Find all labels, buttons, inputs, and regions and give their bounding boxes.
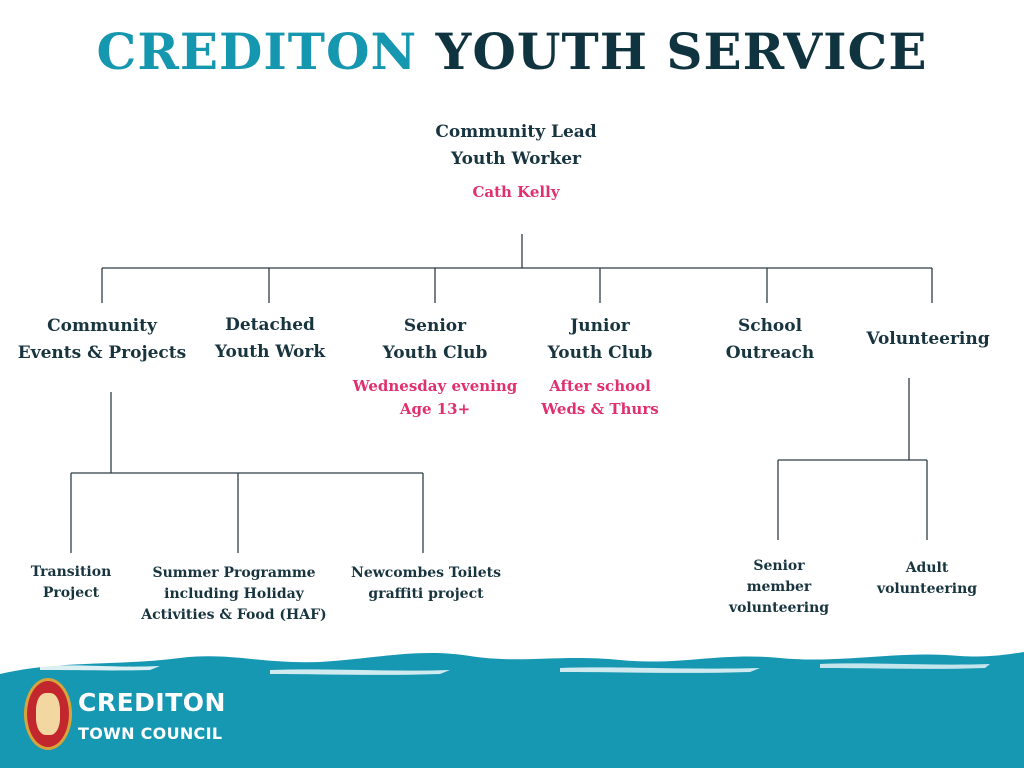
node-transition-line1: Transition	[30, 564, 112, 580]
node-community-events-line2: Events & Projects	[17, 343, 187, 363]
crediton-seal-logo	[24, 678, 72, 750]
footer-council-sub: TOWN COUNCIL	[78, 724, 223, 743]
node-junior-sub1: After school	[549, 377, 651, 395]
node-senior-member-line3: volunteering	[728, 600, 830, 616]
node-community-lead-name: Cath Kelly	[472, 183, 560, 201]
node-senior-sub1: Wednesday evening	[352, 377, 518, 395]
node-summer-line1: Summer Programme	[152, 565, 316, 581]
node-volunteering-line1: Volunteering	[866, 329, 990, 349]
node-senior-youth-club: Senior Youth Club Wednesday evening Age …	[350, 313, 520, 421]
node-newcombes-line1: Newcombes Toilets	[351, 565, 501, 581]
node-junior-line1: Junior	[570, 316, 630, 336]
node-senior-member-volunteering: Senior member volunteering	[718, 556, 840, 619]
node-summer-line3: Activities & Food (HAF)	[141, 607, 327, 623]
node-detached-line2: Youth Work	[214, 342, 326, 362]
node-school-line2: Outreach	[725, 343, 815, 363]
title-youth-service: YOUTH SERVICE	[435, 22, 928, 81]
node-community-events-line1: Community	[47, 316, 157, 336]
node-school-outreach: School Outreach	[700, 313, 840, 367]
node-senior-line2: Youth Club	[382, 343, 488, 363]
node-newcombes-toilets: Newcombes Toilets graffiti project	[340, 563, 512, 605]
footer-band	[0, 652, 1024, 768]
node-community-events: Community Events & Projects	[12, 313, 192, 367]
seal-figure	[36, 693, 60, 735]
node-community-lead: Community Lead Youth Worker Cath Kelly	[400, 119, 632, 204]
node-adult-volunteering: Adult volunteering	[866, 558, 988, 600]
node-senior-member-line2: member	[746, 579, 812, 595]
node-community-lead-line1: Community Lead	[435, 122, 597, 142]
footer-council-name: CREDITON	[78, 688, 226, 717]
node-summer-line2: including Holiday	[164, 586, 304, 602]
node-senior-sub2: Age 13+	[399, 400, 471, 418]
node-transition-project: Transition Project	[11, 562, 131, 604]
node-adult-line1: Adult	[905, 560, 949, 576]
node-senior-line1: Senior	[403, 316, 467, 336]
node-summer-programme: Summer Programme including Holiday Activ…	[134, 563, 334, 626]
node-school-line1: School	[737, 316, 803, 336]
node-senior-member-line1: Senior	[753, 558, 805, 574]
node-junior-line2: Youth Club	[547, 343, 653, 363]
node-junior-sub2: Weds & Thurs	[541, 400, 659, 418]
title-crediton: CREDITON	[96, 22, 418, 81]
node-detached-line1: Detached	[225, 315, 315, 335]
node-adult-line2: volunteering	[876, 581, 978, 597]
page-title: CREDITON YOUTH SERVICE	[0, 22, 1024, 81]
node-newcombes-line2: graffiti project	[368, 586, 484, 602]
node-transition-line2: Project	[42, 585, 100, 601]
node-detached-youth-work: Detached Youth Work	[200, 312, 340, 366]
node-junior-youth-club: Junior Youth Club After school Weds & Th…	[530, 313, 670, 421]
node-community-lead-line2: Youth Worker	[450, 149, 582, 169]
node-volunteering: Volunteering	[858, 326, 998, 353]
